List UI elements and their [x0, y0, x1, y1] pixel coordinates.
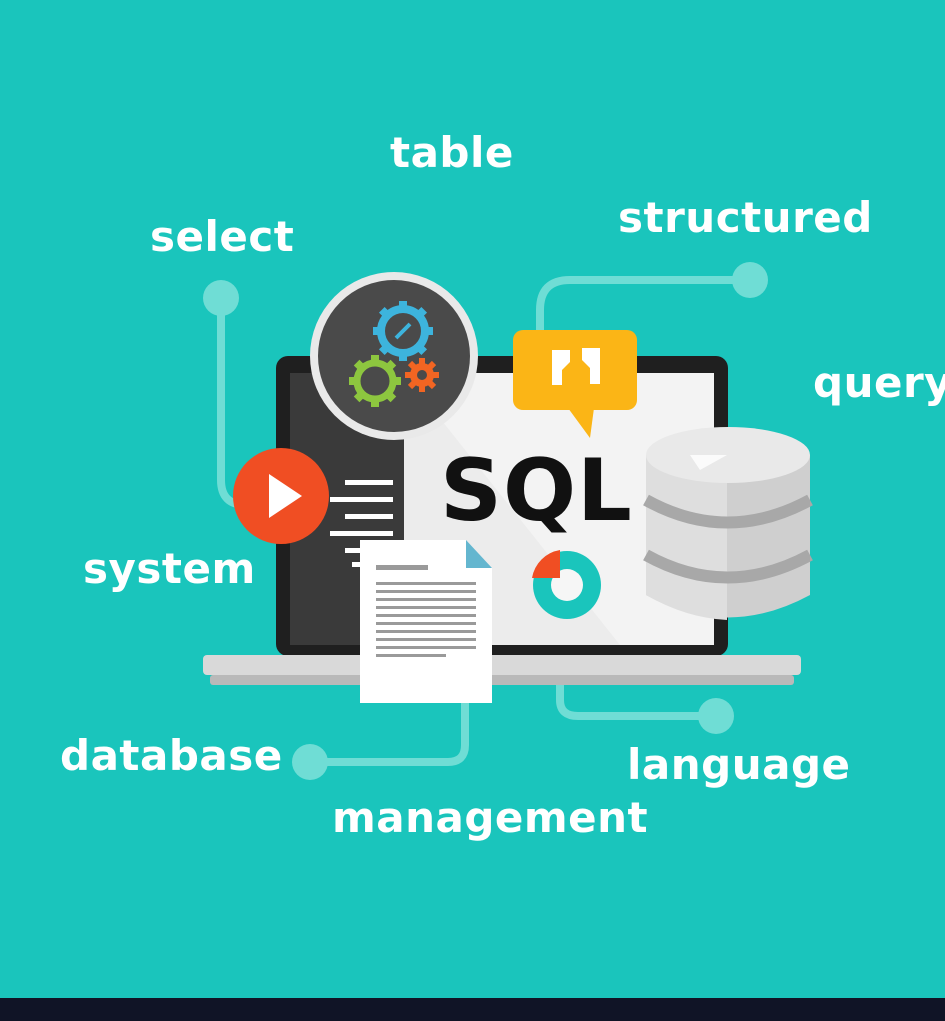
- connector-language: [556, 666, 720, 720]
- label-language: language: [627, 740, 851, 789]
- sql-heading: SQL: [440, 441, 633, 541]
- play-icon: [233, 448, 329, 544]
- pie-chart-icon: [532, 550, 601, 619]
- connector-structured: [536, 276, 754, 349]
- label-structured: structured: [618, 193, 873, 242]
- label-system: system: [83, 544, 256, 593]
- bottom-bar: [0, 998, 945, 1021]
- label-query: query: [813, 358, 945, 407]
- connector-dot-select: [203, 280, 239, 316]
- connector-dot-database: [292, 744, 328, 780]
- label-management: management: [332, 793, 649, 842]
- chat-bubble-icon: [513, 330, 637, 438]
- label-table: table: [390, 128, 514, 177]
- label-database: database: [60, 731, 283, 780]
- connector-database: [306, 696, 469, 766]
- connector-dot-structured: [732, 262, 768, 298]
- label-select: select: [150, 212, 295, 261]
- document-icon: [360, 540, 492, 703]
- connector-dot-language: [698, 698, 734, 734]
- database-cylinder-icon: [643, 427, 813, 620]
- gears-icon: [310, 272, 478, 440]
